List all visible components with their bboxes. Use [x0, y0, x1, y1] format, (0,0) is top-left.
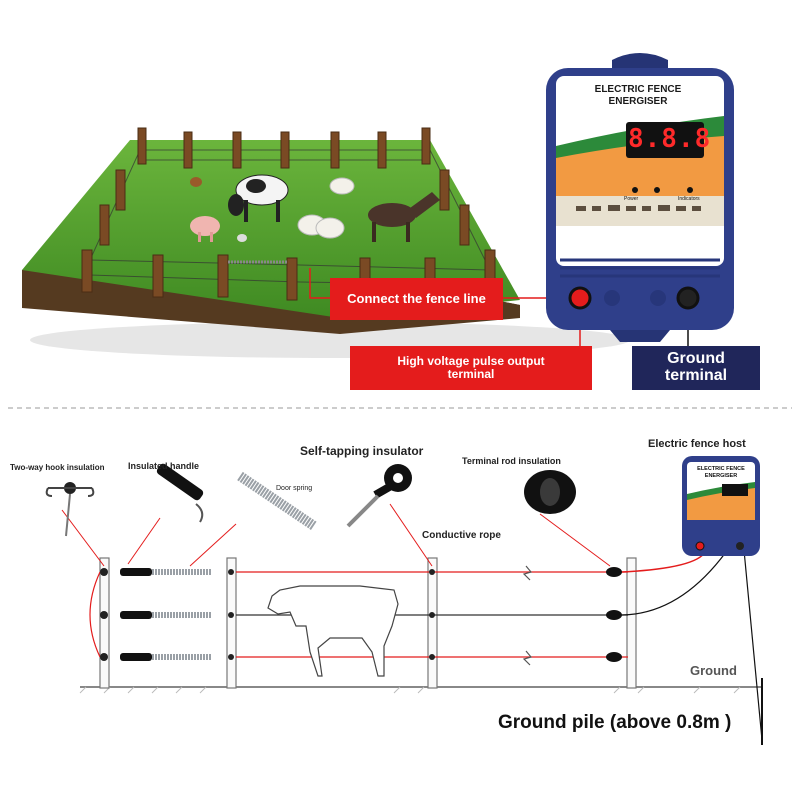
energiser-title-line2: ENERGISER	[608, 95, 668, 107]
sheep-shape	[297, 177, 355, 239]
gate-row-3	[120, 653, 212, 661]
mini-host-title: ELECTRIC FENCE ENERGISER	[687, 466, 755, 479]
rope-label: Conductive rope	[422, 530, 501, 541]
ground-terminal-label: Ground terminal	[632, 346, 760, 390]
host-label: Electric fence host	[648, 438, 746, 450]
ground-label: Ground	[690, 663, 737, 678]
led-display: 8.8.8	[628, 124, 712, 154]
pig-shape	[190, 216, 220, 242]
handle-label: Insulated handle	[128, 461, 200, 471]
horse-shape	[368, 192, 440, 242]
hook-insulator-icon	[45, 482, 95, 537]
terminal-rod-label: Terminal rod insulation	[462, 456, 561, 466]
indicator-label: Indicators	[678, 196, 700, 202]
top-scene: ELECTRIC FENCE ENERGISER 8.8.8 Power Ind…	[22, 53, 760, 390]
hook-label: Two-way hook insulation	[10, 463, 105, 472]
output-terminal-label: High voltage pulse output terminal	[350, 346, 592, 390]
cow-shape	[228, 174, 289, 222]
mini-host-title-line1: ELECTRIC FENCE	[697, 466, 745, 472]
terminal-rod-icon	[524, 470, 576, 514]
ground-pile-label: Ground pile (above 0.8m )	[498, 712, 732, 733]
connect-fence-label: Connect the fence line	[330, 278, 503, 320]
output-terminal-line1: High voltage pulse output	[397, 354, 545, 369]
gate-row-2	[120, 611, 212, 619]
energiser-device	[546, 53, 734, 342]
energiser-title: ELECTRIC FENCE ENERGISER	[560, 84, 716, 107]
gate-row-1	[120, 568, 212, 576]
insulated-handle-icon	[156, 463, 204, 523]
energiser-title-line1: ELECTRIC FENCE	[594, 84, 682, 95]
self-tapping-label: Self-tapping insulator	[300, 444, 424, 458]
output-terminal-knob	[568, 286, 592, 310]
self-tapping-insulator-icon	[346, 464, 412, 528]
ground-terminal-line1: Ground	[667, 350, 725, 368]
mini-host-title-line2: ENERGISER	[704, 472, 738, 479]
ground-terminal-line2: terminal	[664, 367, 728, 384]
output-terminal-line2: terminal	[447, 367, 495, 381]
fence-diagram	[8, 407, 792, 745]
ground-terminal-knob	[676, 286, 700, 310]
cow-outline	[267, 585, 399, 677]
mini-host-device	[682, 456, 760, 556]
bottom-diagram: ELECTRIC FENCE ENERGISER Two-way hook in…	[0, 400, 800, 800]
door-spring-icon	[237, 471, 317, 531]
power-label: Power	[624, 196, 639, 202]
spring-label: Door spring	[276, 485, 313, 492]
